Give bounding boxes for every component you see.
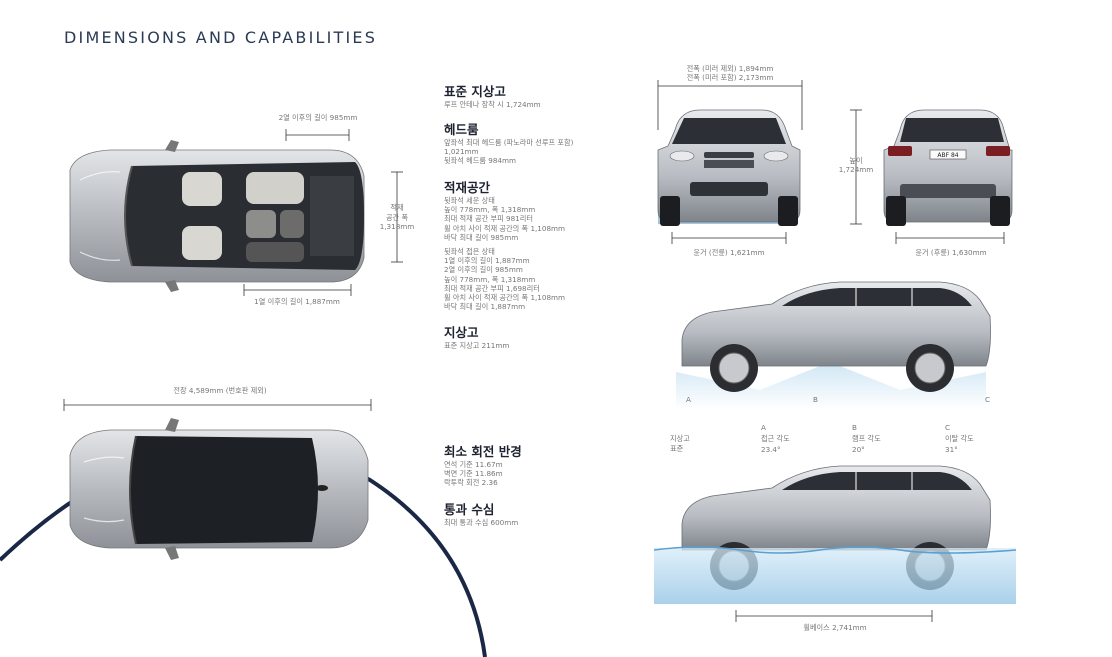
spec-headroom: 헤드룸 앞좌석 최대 헤드룸 (파노라마 선루프 포함) 1,021mm 뒷좌석… [444, 122, 573, 166]
spec-wading-heading: 통과 수심 [444, 502, 495, 517]
spec-headroom-line: 앞좌석 최대 헤드룸 (파노라마 선루프 포함) [444, 138, 574, 147]
page-title: DIMENSIONS AND CAPABILITIES [64, 28, 378, 47]
angle-col-letter: A [761, 423, 766, 432]
spec-headroom-line: 1,021mm [444, 147, 479, 157]
rear-track-label: 윤거 (후륜) 1,630mm [915, 248, 987, 257]
spec-turning-line: 벽면 기준 11.86m [444, 469, 503, 479]
width-mirrors-folded: 전폭 (미러 제외) 1,894mm [686, 64, 774, 73]
spec-height: 표준 지상고 루프 안테나 장착 시 1,724mm [444, 84, 541, 109]
angle-marker-b: B [813, 395, 818, 404]
spec-clearance: 지상고 표준 지상고 211mm [444, 325, 509, 350]
angle-col-b: B 램프 각도 20° [852, 422, 881, 455]
cargo-width-label: 적재 공간 폭 1,318mm [374, 203, 420, 232]
plate-text: ABF 84 [937, 152, 958, 159]
spec-loadspace-line: 1열 이후의 길이 1,887mm [444, 256, 530, 266]
angle-col-letter: B [852, 423, 857, 432]
angle-col-value: 20° [852, 445, 865, 454]
height-label-line-1: 높이 [849, 156, 863, 165]
rear-view-car [883, 109, 1013, 226]
dimension-lines [63, 80, 1005, 622]
angle-col-value: 23.4° [761, 445, 781, 454]
spec-turning: 최소 회전 반경 연석 기준 11.67m 벽면 기준 11.86m 락투락 회… [444, 444, 522, 488]
angle-row-labels: 지상고 표준 [670, 434, 690, 454]
spec-loadspace-line: 휠 아치 사이 적재 공간의 폭 1,108mm [444, 293, 566, 303]
spec-turning-line: 연석 기준 11.67m [444, 460, 503, 469]
height-label: 높이 1,724mm [832, 156, 880, 174]
angle-col-name: 램프 각도 [852, 434, 881, 443]
cargo-width-line-3: 1,318mm [379, 222, 415, 231]
width-mirrors-unfolded: 전폭 (미러 포함) 2,173mm [686, 73, 774, 82]
cargo-width-line-1: 적재 [390, 203, 404, 212]
spec-loadspace: 적재공간 뒷좌석 세운 상태 높이 778mm, 폭 1,318mm 최대 적재… [444, 180, 565, 311]
spec-turning-line: 락투락 회전 2.36 [444, 478, 498, 488]
row2-length-label: 2열 이후의 길이 985mm [278, 113, 358, 122]
spec-loadspace-line: 뒷좌석 세운 상태 [444, 196, 495, 205]
side-view-wading-car [653, 465, 1017, 604]
spec-loadspace-line: 높이 778mm, 폭 1,318mm [444, 205, 536, 215]
side-view-angles-car [676, 281, 991, 410]
spec-height-line: 루프 안테나 장착 시 1,724mm [444, 100, 541, 109]
cargo-width-line-2: 공간 폭 [385, 212, 409, 222]
spec-loadspace-line: 높이 778mm, 폭 1,318mm [444, 274, 536, 284]
overall-length-label: 전장 4,589mm (번호판 제외) [173, 386, 267, 395]
bottom-top-view-car [0, 418, 487, 657]
spec-height-heading: 표준 지상고 [444, 84, 506, 99]
angle-col-c: C 이탈 각도 31° [945, 422, 974, 455]
spec-loadspace-line: 휠 아치 사이 적재 공간의 폭 1,108mm [444, 223, 566, 233]
spec-loadspace-line: 뒷좌석 접은 상태 [444, 247, 495, 257]
angle-row-label-1: 지상고 [670, 434, 690, 443]
front-view-car [657, 109, 801, 226]
spec-loadspace-line: 최대 적재 공간 부피 1,698리터 [444, 283, 540, 293]
width-label: 전폭 (미러 제외) 1,894mm 전폭 (미러 포함) 2,173mm [650, 64, 810, 82]
angle-marker-c: C [985, 395, 991, 404]
spec-loadspace-line: 바닥 최대 길이 985mm [444, 232, 519, 242]
spec-headroom-line: 뒷좌석 헤드룸 984mm [444, 156, 516, 166]
height-label-line-2: 1,724mm [838, 165, 874, 174]
top-view-car [69, 140, 365, 292]
angle-col-name: 이탈 각도 [945, 434, 974, 443]
angle-col-value: 31° [945, 445, 958, 454]
spec-loadspace-heading: 적재공간 [444, 180, 491, 195]
spec-wading-line: 최대 통과 수심 600mm [444, 518, 519, 527]
spec-clearance-heading: 지상고 [444, 325, 479, 340]
spec-loadspace-line: 바닥 최대 길이 1,887mm [444, 302, 526, 312]
angle-col-a: A 접근 각도 23.4° [761, 422, 790, 455]
spec-loadspace-line: 2열 이후의 길이 985mm [444, 265, 523, 275]
spec-turning-heading: 최소 회전 반경 [444, 444, 522, 459]
wheelbase-label: 휠베이스 2,741mm [803, 623, 867, 632]
angle-col-name: 접근 각도 [761, 434, 790, 443]
angle-col-letter: C [945, 423, 951, 432]
row1-length-label: 1열 이후의 길이 1,887mm [254, 297, 340, 306]
spec-headroom-heading: 헤드룸 [444, 122, 479, 137]
front-track-label: 윤거 (전륜) 1,621mm [693, 248, 765, 257]
spec-loadspace-line: 최대 적재 공간 부피 981리터 [444, 214, 533, 224]
angle-marker-a: A [686, 395, 691, 404]
spec-clearance-line: 표준 지상고 211mm [444, 341, 510, 350]
spec-wading: 통과 수심 최대 통과 수심 600mm [444, 502, 518, 527]
angle-row-label-2: 표준 [670, 444, 684, 453]
